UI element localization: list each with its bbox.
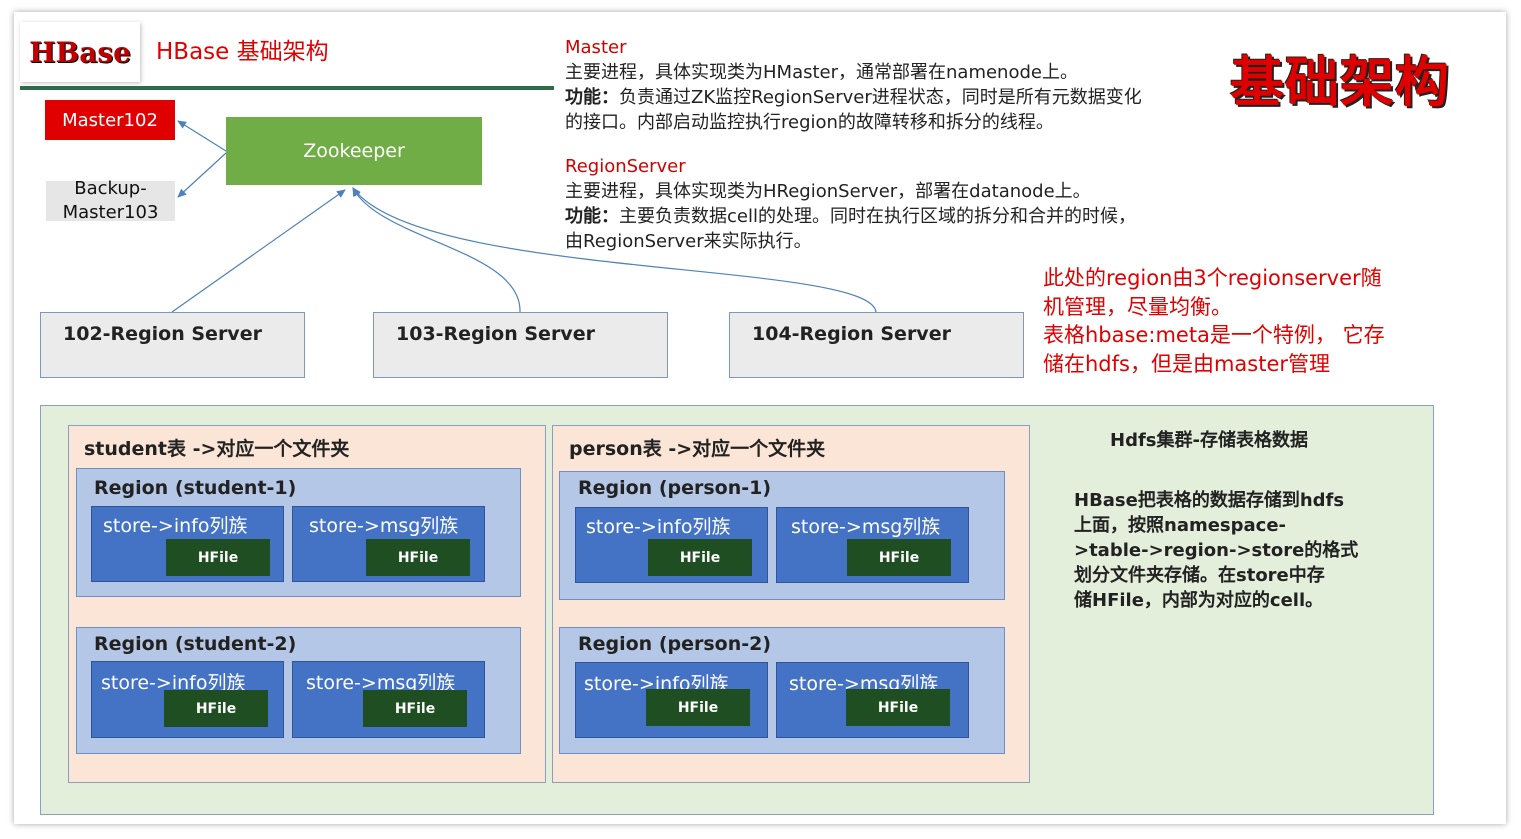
region-server-104: 104-Region Server (729, 312, 1024, 378)
hdfs-desc-line: 储HFile，内部为对应的cell。 (1074, 590, 1324, 611)
hdfs-description: HBase把表格的数据存储到hdfs 上面，按照namespace- >tabl… (1074, 488, 1358, 613)
arrow-zk-to-master (177, 120, 227, 152)
backup-line: Master103 (62, 202, 159, 223)
region-server-102: 102-Region Server (40, 312, 305, 378)
note-line: 此处的region由3个regionserver随 (1043, 266, 1382, 290)
region-label: Region (student-2) (94, 633, 297, 655)
arrow-rs102-to-zk (171, 189, 346, 313)
title-divider (20, 86, 554, 90)
region-note: 此处的region由3个regionserver随 机管理，尽量均衡。 表格hb… (1043, 264, 1385, 378)
page-title: HBase 基础架构 (156, 39, 329, 65)
regionserver-func-text: 主要负责数据cell的处理。同时在执行区域的拆分和合并的时候， (619, 206, 1136, 227)
note-line: 储在hdfs，但是由master管理 (1043, 351, 1331, 376)
zookeeper-node: Zookeeper (226, 117, 482, 185)
note-line: 机管理，尽量均衡。 (1043, 294, 1232, 319)
master-description: Master 主要进程，具体实现类为HMaster，通常部署在namenode上… (565, 35, 1142, 135)
regionserver-desc-line: 功能：主要负责数据cell的处理。同时在执行区域的拆分和合并的时候， (565, 204, 1136, 229)
hbase-logo: HBase (20, 22, 140, 82)
hfile-box: HFile (648, 539, 752, 576)
regionserver-desc-line: 主要进程，具体实现类为HRegionServer，部署在datanode上。 (565, 181, 1091, 202)
master-desc-line: 功能：负责通过ZK监控RegionServer进程状态，同时是所有元数据变化 (565, 85, 1142, 110)
master-desc-line: 的接口。内部启动监控执行region的故障转移和拆分的线程。 (565, 112, 1054, 133)
master-heading: Master (565, 37, 627, 58)
master-func-text: 负责通过ZK监控RegionServer进程状态，同时是所有元数据变化 (619, 87, 1142, 108)
note-line: 表格hbase:meta是一个特例， 它存 (1043, 323, 1385, 347)
master-node: Master102 (45, 100, 175, 140)
hfile-box: HFile (847, 539, 951, 576)
arrow-zk-to-backup (177, 152, 227, 198)
store-label: store->info列族 (103, 515, 248, 537)
region-label: Region (person-1) (578, 477, 772, 499)
hfile-box: HFile (166, 539, 270, 576)
regionserver-heading: RegionServer (565, 156, 686, 177)
store-label: store->msg列族 (791, 516, 941, 538)
store-label: store->info列族 (101, 672, 246, 694)
store-label: store->msg列族 (309, 515, 459, 537)
hdfs-title: Hdfs集群-存储表格数据 (1110, 430, 1308, 451)
regionserver-description: RegionServer 主要进程，具体实现类为HRegionServer，部署… (565, 154, 1136, 254)
backup-master-node: Backup- Master103 (46, 178, 175, 223)
hdfs-desc-line: 上面，按照namespace- (1074, 515, 1287, 536)
big-title: 基础架构 (1230, 51, 1450, 114)
hfile-box: HFile (363, 690, 467, 727)
region-label: Region (person-2) (578, 633, 772, 655)
master-func-label: 功能： (565, 87, 619, 108)
store-label: store->msg列族 (306, 672, 456, 694)
regionserver-desc-line: 由RegionServer来实际执行。 (565, 231, 812, 252)
store-label: store->info列族 (586, 516, 731, 538)
region-label: Region (student-1) (94, 477, 297, 499)
hdfs-desc-line: HBase把表格的数据存储到hdfs (1074, 490, 1345, 511)
regionserver-func-label: 功能： (565, 206, 619, 227)
hfile-box: HFile (846, 689, 950, 726)
region-server-103: 103-Region Server (373, 312, 668, 378)
table-label: student表 ->对应一个文件夹 (84, 438, 350, 460)
table-label: person表 ->对应一个文件夹 (569, 438, 826, 460)
master-desc-line: 主要进程，具体实现类为HMaster，通常部署在namenode上。 (565, 62, 1078, 83)
hdfs-desc-line: >table->region->store的格式 (1074, 540, 1359, 561)
arrow-rs103-to-zk (352, 187, 521, 313)
hdfs-desc-line: 划分文件夹存储。在store中存 (1074, 565, 1325, 586)
hfile-box: HFile (366, 539, 470, 576)
hfile-box: HFile (164, 690, 268, 727)
hfile-box: HFile (646, 689, 750, 726)
arrow-rs104-to-zk (352, 187, 877, 313)
backup-line: Backup- (74, 178, 147, 199)
